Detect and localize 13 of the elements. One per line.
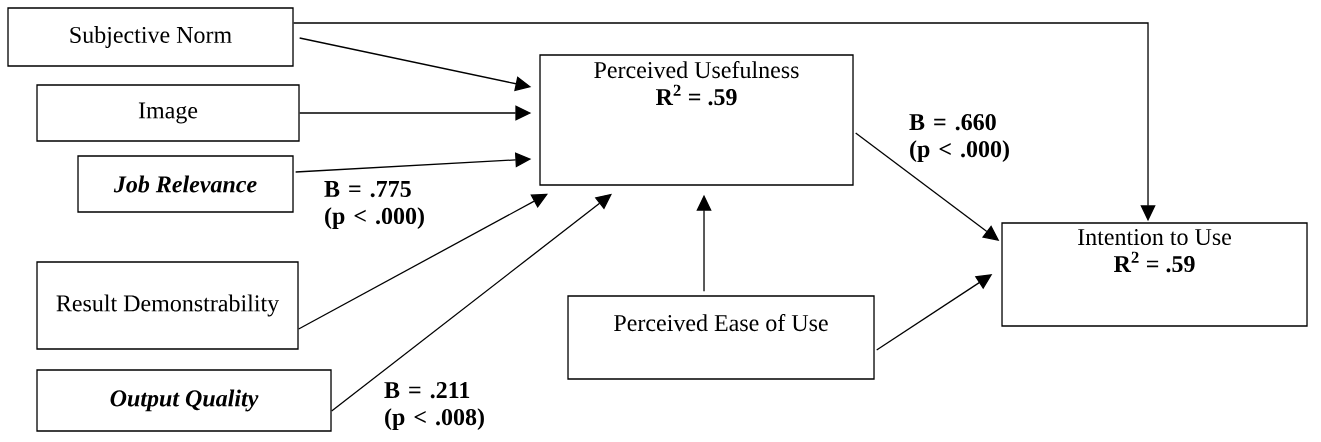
construct-box: Intention to Use R$^{2}$ = .59 bbox=[1001, 222, 1308, 327]
edge-label: B = .211 (p < .008) bbox=[383, 381, 497, 431]
arrow bbox=[298, 193, 548, 330]
construct-box: Result Demonstrability bbox=[36, 261, 299, 350]
construct-box: Output Quality bbox=[36, 369, 332, 432]
edge-label: B = .660 (p < .000) bbox=[908, 112, 1022, 164]
construct-box: Subjective Norm bbox=[7, 7, 294, 67]
edge-label: B = .775 (p < .000) bbox=[323, 180, 437, 230]
construct-box: Perceived Usefulness R$^{2}$ = .59 bbox=[539, 54, 854, 186]
construct-box: Perceived Ease of Use bbox=[567, 295, 875, 380]
construct-box: Image bbox=[36, 84, 300, 142]
construct-box: Job Relevance bbox=[77, 155, 294, 213]
arrow bbox=[331, 193, 612, 412]
